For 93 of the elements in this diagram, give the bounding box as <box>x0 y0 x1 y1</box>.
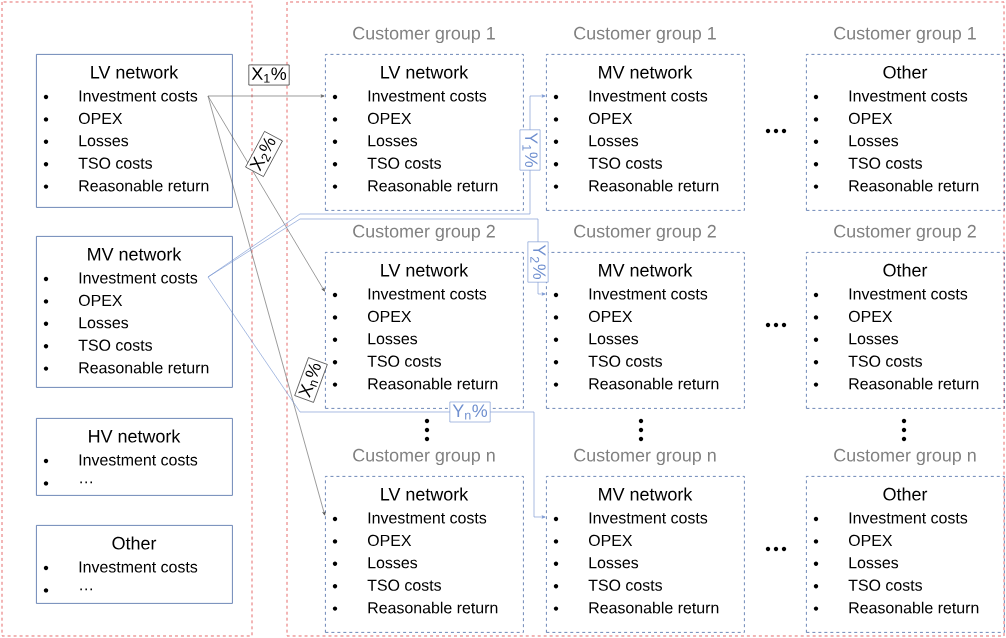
list-item: Reasonable return <box>589 179 719 192</box>
list-item: Reasonable return <box>849 601 979 614</box>
list-item: Investment costs <box>79 90 198 102</box>
arrow <box>207 218 546 296</box>
list-item: Reasonable return <box>79 361 209 374</box>
list-item: Investment costs <box>368 512 487 524</box>
box-heading: HV network <box>89 429 181 443</box>
list-item: Reasonable return <box>368 179 498 192</box>
edge-label: Y$_{2}$% <box>527 241 549 283</box>
list-item: Losses <box>849 135 899 147</box>
list-item: Investment costs <box>849 90 968 102</box>
edge-label: X$_{1}$% <box>248 64 290 86</box>
list-item: … <box>80 588 92 591</box>
list-item: Losses <box>79 135 129 147</box>
box-heading: MV network <box>599 487 693 501</box>
box-heading: Other <box>883 263 928 277</box>
list-item: Investment costs <box>79 561 198 573</box>
list-item: Investment costs <box>849 512 968 524</box>
list-item: TSO costs <box>848 579 922 591</box>
list-item: TSO costs <box>367 157 441 169</box>
list-item: Losses <box>79 317 129 329</box>
arrow <box>207 94 546 278</box>
list-item: Investment costs <box>368 288 487 300</box>
list-item: TSO costs <box>588 157 662 169</box>
box-heading: MV network <box>88 247 182 261</box>
group-heading: Customer group 1 <box>834 26 976 44</box>
list-item: Losses <box>368 135 418 147</box>
group-heading: Customer group 2 <box>574 224 716 242</box>
list-item: Investment costs <box>589 288 708 300</box>
box-heading: Other <box>883 65 928 79</box>
list-item: Reasonable return <box>589 377 719 390</box>
group-heading: Customer group n <box>574 448 716 466</box>
edge-label: Y$_{n}$% <box>449 401 491 423</box>
group-heading: Customer group 2 <box>353 224 495 242</box>
arrow <box>207 94 325 98</box>
list-item: OPEX <box>78 294 123 307</box>
box-heading: MV network <box>599 65 693 79</box>
box-heading: Other <box>112 536 157 550</box>
list-item: Losses <box>368 557 418 569</box>
box-heading: LV network <box>91 65 179 79</box>
list-item: TSO costs <box>78 157 152 169</box>
list-item: Investment costs <box>589 512 708 524</box>
group-heading: Customer group n <box>353 448 495 466</box>
list-item: Reasonable return <box>368 377 498 390</box>
list-item: Reasonable return <box>79 179 209 192</box>
box-heading: MV network <box>599 263 693 277</box>
arrow <box>207 95 326 516</box>
list-item: Investment costs <box>368 90 487 102</box>
list-item: OPEX <box>848 534 893 547</box>
list-item: TSO costs <box>848 157 922 169</box>
list-item: Investment costs <box>849 288 968 300</box>
list-item: TSO costs <box>588 579 662 591</box>
box-heading: Other <box>883 487 928 501</box>
edge-label: X$_{2}$% <box>245 131 283 177</box>
group-heading: Customer group 2 <box>834 224 976 242</box>
list-item: OPEX <box>367 310 412 323</box>
group-heading: Customer group n <box>834 448 976 466</box>
list-item: Investment costs <box>589 90 708 102</box>
group-heading: Customer group 1 <box>353 26 495 44</box>
list-item: OPEX <box>588 310 633 323</box>
list-item: Investment costs <box>79 454 198 466</box>
list-item: Losses <box>589 557 639 569</box>
list-item: Reasonable return <box>589 601 719 614</box>
box-heading: LV network <box>381 65 469 79</box>
list-item: TSO costs <box>588 355 662 367</box>
list-item: TSO costs <box>848 355 922 367</box>
arrow <box>207 95 325 292</box>
list-item: Reasonable return <box>849 377 979 390</box>
list-item: OPEX <box>848 112 893 125</box>
list-item: Losses <box>368 333 418 345</box>
list-item: TSO costs <box>367 355 441 367</box>
list-item: Investment costs <box>79 272 198 284</box>
group-heading: Customer group 1 <box>574 26 716 44</box>
edge-label: X$_{n}$% <box>294 357 328 403</box>
list-item: Reasonable return <box>849 179 979 192</box>
list-item: OPEX <box>78 112 123 125</box>
box-heading: LV network <box>381 263 469 277</box>
list-item: Reasonable return <box>368 601 498 614</box>
list-item: OPEX <box>588 534 633 547</box>
list-item: OPEX <box>367 112 412 125</box>
box-heading: LV network <box>381 487 469 501</box>
edge-label: Y$_{1}$% <box>519 129 541 171</box>
list-item: OPEX <box>367 534 412 547</box>
list-item: TSO costs <box>78 339 152 351</box>
list-item: TSO costs <box>367 579 441 591</box>
list-item: Losses <box>849 557 899 569</box>
list-item: … <box>80 481 92 484</box>
list-item: Losses <box>589 135 639 147</box>
list-item: Losses <box>849 333 899 345</box>
list-item: Losses <box>589 333 639 345</box>
arrow <box>207 276 546 519</box>
list-item: OPEX <box>848 310 893 323</box>
list-item: OPEX <box>588 112 633 125</box>
